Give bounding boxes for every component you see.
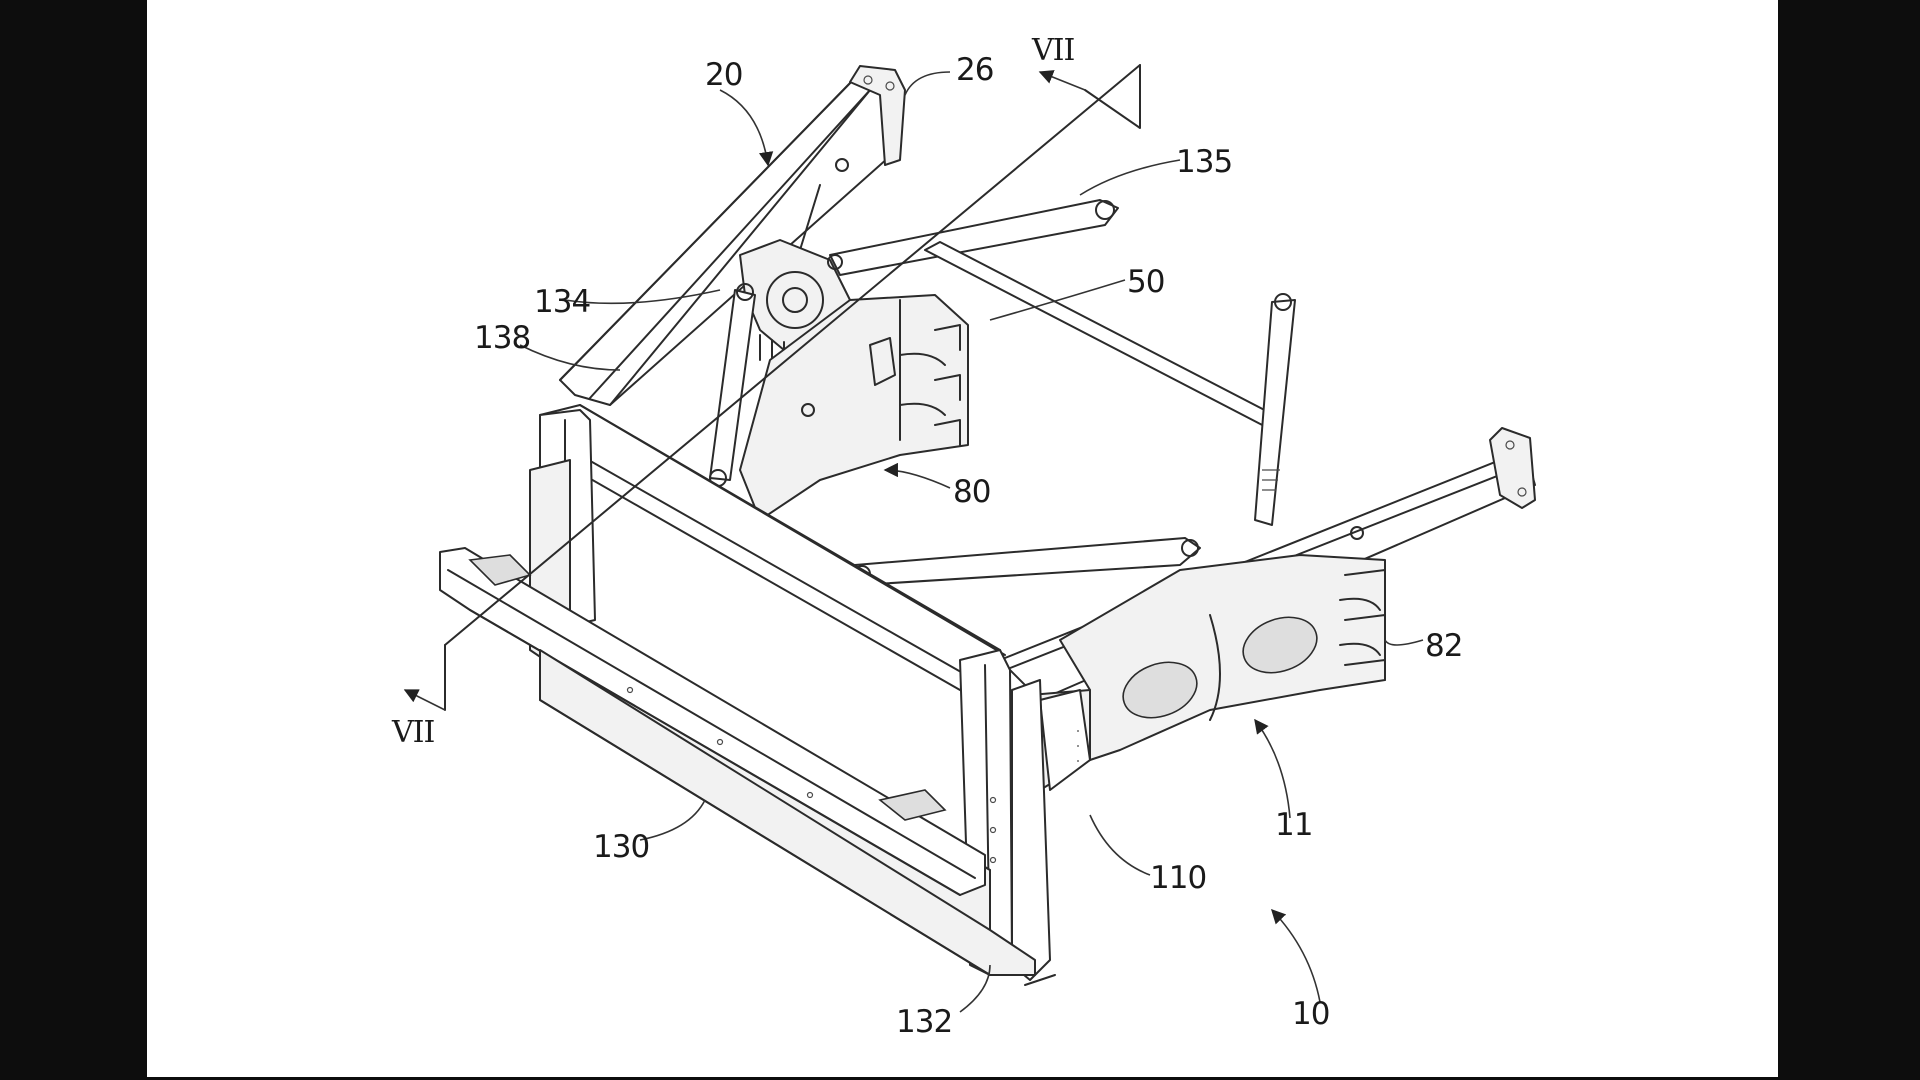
ref-50: 50 [1127,264,1164,300]
ref-10: 10 [1292,996,1329,1032]
bumper-beam-130 [439,547,986,896]
ref-110: 110 [1150,860,1206,896]
ref-80: 80 [953,474,990,510]
ref-132: 132 [896,1004,952,1040]
ref-11: 11 [1275,807,1312,843]
upper-arm-135 [827,199,1119,276]
ref-135: 135 [1176,144,1232,180]
ref-26: 26 [956,52,993,88]
ref-vii-bottom: VII [391,715,435,750]
ref-134: 134 [534,284,590,320]
ref-130: 130 [593,829,649,865]
leader-lines [519,71,1424,1013]
ref-20: 20 [705,57,742,93]
lower-arm [853,537,1201,586]
ref-138: 138 [474,320,530,356]
lower-reinforcement-132 [539,649,1036,976]
reference-numerals: 20 26 VII 135 50 134 138 80 82 VII 130 1… [391,33,1463,1040]
cross-member-50 [924,241,1281,429]
right-strut [1254,293,1296,526]
section-line [403,64,1141,711]
front-box-110 [1029,689,1091,791]
ref-vii-top: VII [1031,33,1075,68]
right-rear-panel [1059,554,1386,761]
ref-82: 82 [1425,628,1462,664]
